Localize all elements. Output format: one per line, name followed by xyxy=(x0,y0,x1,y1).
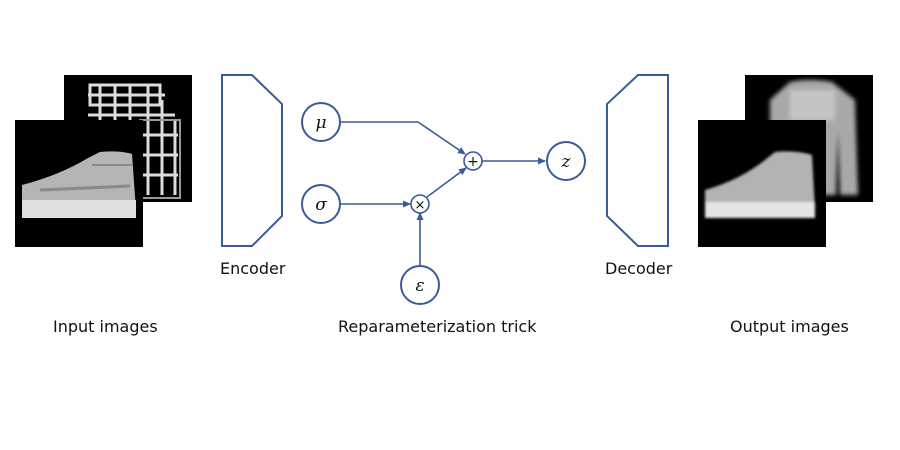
epsilon-node: ε xyxy=(400,265,440,305)
z-node: z xyxy=(546,141,586,181)
input-image-boot xyxy=(15,120,143,247)
mu-symbol: μ xyxy=(315,113,326,133)
arrow-mu-to-plus xyxy=(340,121,466,155)
sigma-node: σ xyxy=(301,184,341,224)
encoder-block xyxy=(221,74,283,247)
encoder-label: Encoder xyxy=(220,259,286,278)
z-symbol: z xyxy=(561,152,572,172)
plus-symbol: + xyxy=(467,154,479,170)
output-images-label: Output images xyxy=(730,317,849,336)
output-image-boot xyxy=(698,120,826,247)
plus-operator: + xyxy=(463,151,483,171)
decoder-block xyxy=(606,74,669,247)
decoder-label: Decoder xyxy=(605,259,673,278)
times-operator: × xyxy=(410,194,430,214)
input-images-label: Input images xyxy=(53,317,158,336)
mu-node: μ xyxy=(301,102,341,142)
reparameterization-label: Reparameterization trick xyxy=(338,317,537,336)
epsilon-symbol: ε xyxy=(415,276,424,296)
arrow-times-to-plus xyxy=(426,167,467,198)
sigma-symbol: σ xyxy=(315,195,327,215)
times-symbol: × xyxy=(415,198,426,213)
